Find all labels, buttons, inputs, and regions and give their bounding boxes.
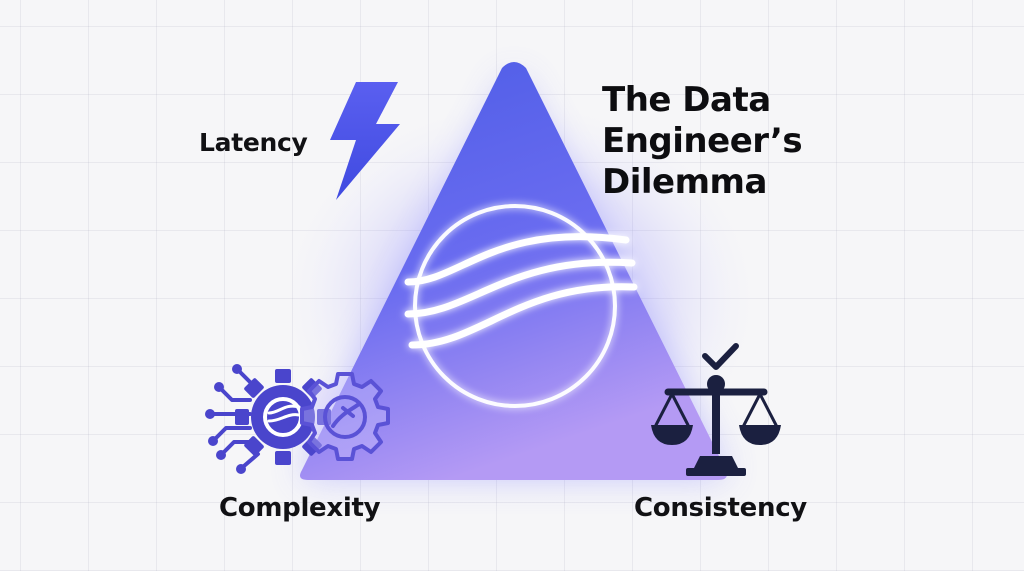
lightning-bolt-icon [330,82,400,200]
gears-circuit-icon [205,364,390,474]
dilemma-triangle [300,62,727,480]
latency-label: Latency [199,128,308,157]
balance-scale-icon [651,375,781,476]
checkmark-icon [702,343,739,370]
title-line-2: Engineer’s [602,121,803,161]
consistency-label: Consistency [634,493,807,523]
title-line-1: The Data [602,80,771,120]
complexity-label: Complexity [219,493,381,523]
diagram-title: The Data Engineer’s Dilemma [602,80,803,203]
title-line-3: Dilemma [602,162,767,202]
stream-waves-icon [404,204,638,408]
